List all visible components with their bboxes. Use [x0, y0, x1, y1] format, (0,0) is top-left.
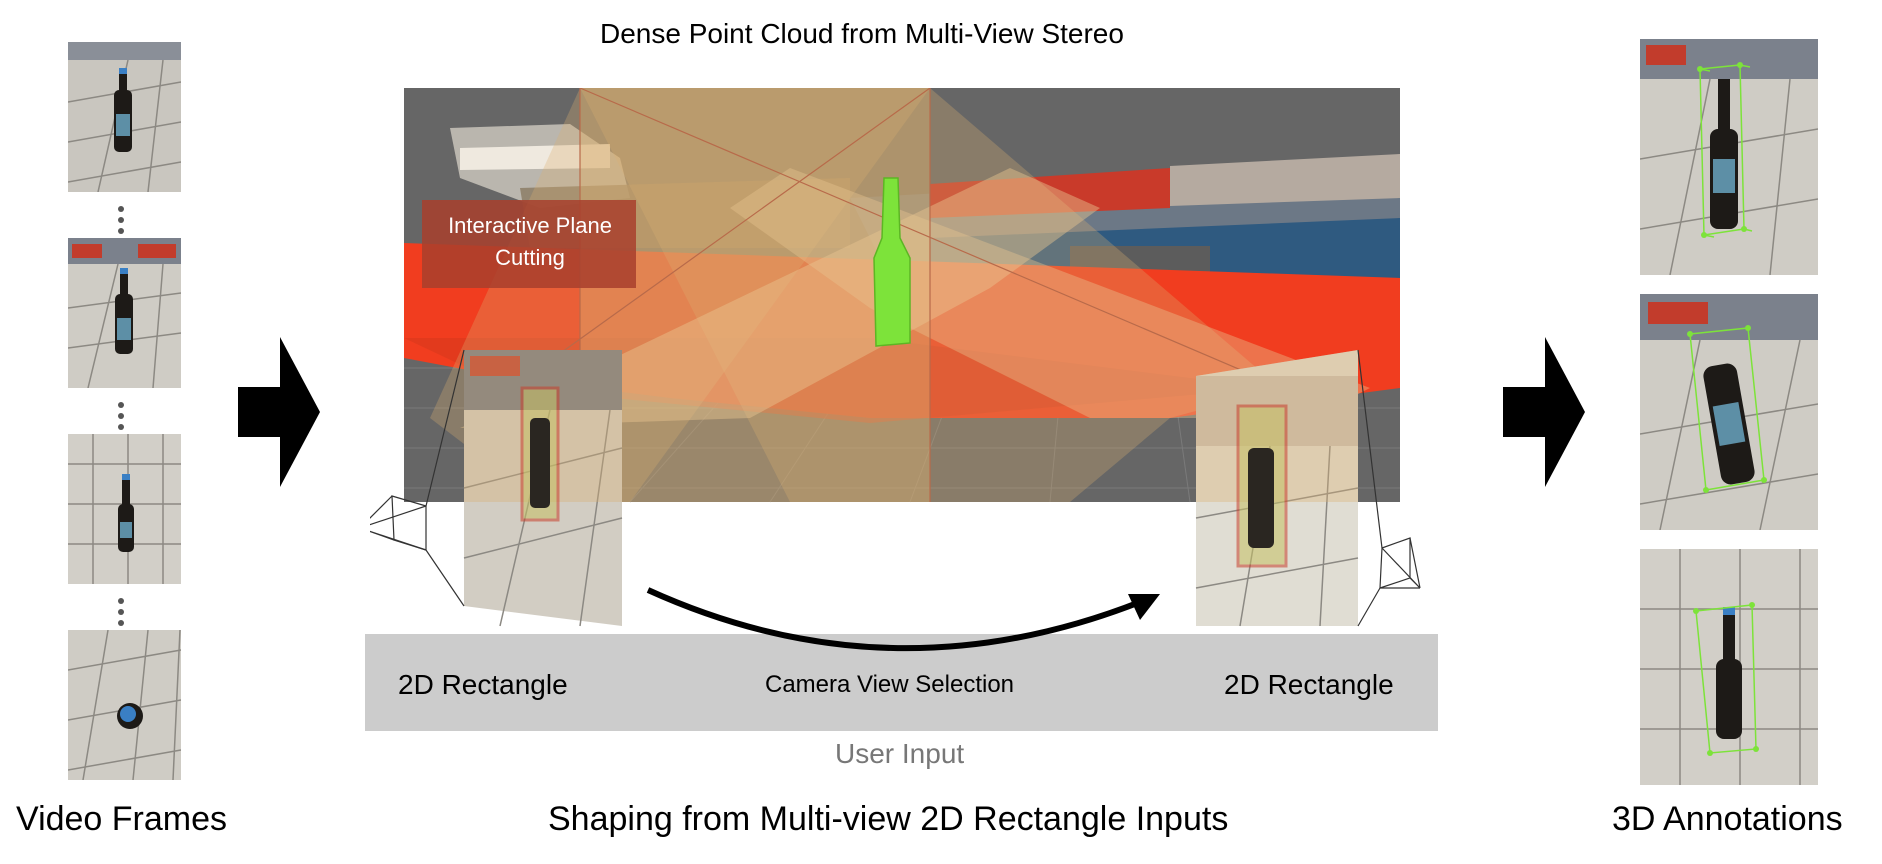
annotation-frame-2-image [1640, 294, 1818, 530]
right-camera-wireframe [1357, 349, 1421, 627]
right-camera-image [1195, 350, 1359, 627]
video-frame-4-image [68, 630, 181, 780]
camera-switch-arrow-icon [646, 587, 1160, 652]
video-frame-1 [68, 42, 181, 192]
ellipsis-dots [118, 206, 124, 239]
shelf-points [930, 168, 1170, 218]
camera-frustum [580, 88, 930, 502]
video-frame-2 [68, 238, 181, 388]
left-rectangle-label: 2D Rectangle [398, 669, 568, 700]
annotation-frame-1-image [1640, 39, 1818, 275]
video-frame-3-image [68, 434, 181, 584]
video-frame-2-image [68, 238, 181, 388]
plane-cutting-label: Interactive Plane Cutting [448, 213, 612, 270]
right-arrow-icon [1503, 337, 1585, 487]
left-camera-image [463, 350, 623, 627]
annotation-frame-2 [1640, 294, 1818, 530]
video-frames-caption: Video Frames [16, 800, 228, 838]
shelf-points [460, 144, 610, 170]
annotation-frame-1 [1640, 39, 1818, 275]
right-arrow-icon [238, 337, 320, 487]
annotation-frame-3-image [1640, 549, 1818, 785]
video-frame-4 [68, 630, 181, 780]
plane-cutting-box [422, 200, 636, 288]
shelf-points [1170, 154, 1400, 206]
annotations-caption: 3D Annotations [1612, 800, 1843, 838]
ellipsis-dots [118, 402, 124, 435]
annotation-frame-3 [1640, 549, 1818, 785]
right-rectangle-label: 2D Rectangle [1224, 669, 1394, 700]
segmented-bottle [873, 177, 911, 347]
video-frame-1-image [68, 42, 181, 192]
point-cloud-scene [370, 88, 1421, 627]
frustum-edges [469, 88, 1331, 502]
ellipsis-dots [118, 598, 124, 631]
diagram-title: Dense Point Cloud from Multi-View Stereo [600, 18, 1124, 49]
camera-view-selection-label: Camera View Selection [765, 671, 1015, 698]
shaping-caption: Shaping from Multi-view 2D Rectangle Inp… [548, 800, 1229, 838]
left-camera-wireframe [370, 349, 465, 607]
video-frame-3 [68, 434, 181, 584]
user-input-caption: User Input [835, 738, 965, 769]
